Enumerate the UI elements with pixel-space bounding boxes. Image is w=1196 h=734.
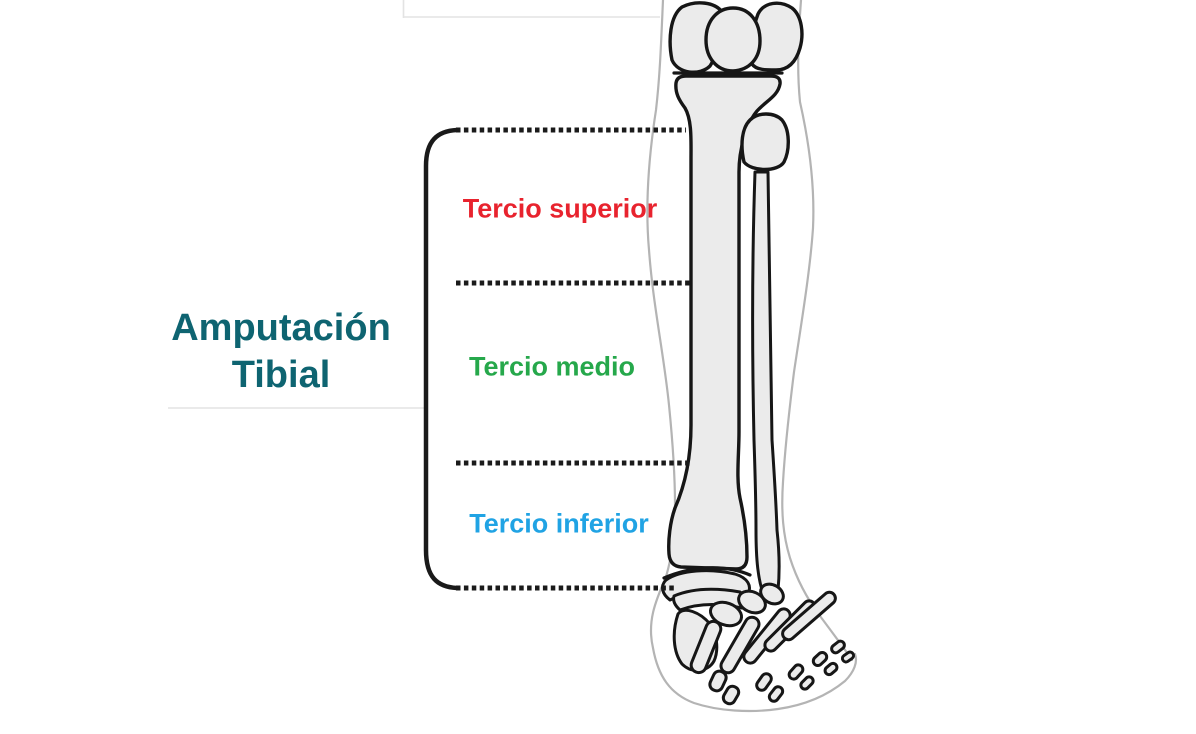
fibula-shaft <box>751 170 781 601</box>
knee-bones <box>668 1 804 75</box>
femoral-condyle-right <box>748 1 804 72</box>
toe-5-distal <box>840 650 856 664</box>
toe-1-distal <box>721 684 741 706</box>
label-tercio-superior: Tercio superior <box>462 193 658 224</box>
toe-3-proximal <box>787 663 805 681</box>
toe-2-distal <box>767 685 785 703</box>
fibula-head <box>740 112 790 172</box>
diagram-title: Amputación Tibial <box>171 305 391 399</box>
fibula-bone <box>740 112 790 601</box>
scan-artifacts <box>168 0 660 409</box>
toe-2-proximal <box>755 672 773 692</box>
cuboid <box>709 600 743 628</box>
cuneiform-1 <box>737 589 767 615</box>
metatarsal-1 <box>689 619 723 675</box>
toe-3-distal <box>799 675 815 691</box>
level-lines <box>456 127 691 591</box>
toe-4-distal <box>823 661 839 677</box>
label-tercio-inferior: Tercio inferior <box>469 508 649 539</box>
metatarsal-5 <box>781 590 837 642</box>
diagram-title-line1: Amputación <box>171 307 391 349</box>
label-tercio-medio: Tercio medio <box>468 351 636 382</box>
patella <box>704 6 762 73</box>
cuneiform-2 <box>759 582 785 606</box>
amputation-bracket <box>423 127 460 591</box>
toe-5-proximal <box>830 639 846 655</box>
diagram-title-line2: Tibial <box>231 354 331 396</box>
toe-4-proximal <box>811 650 829 668</box>
toe-1-proximal <box>708 669 728 693</box>
foot-bones <box>661 569 856 706</box>
